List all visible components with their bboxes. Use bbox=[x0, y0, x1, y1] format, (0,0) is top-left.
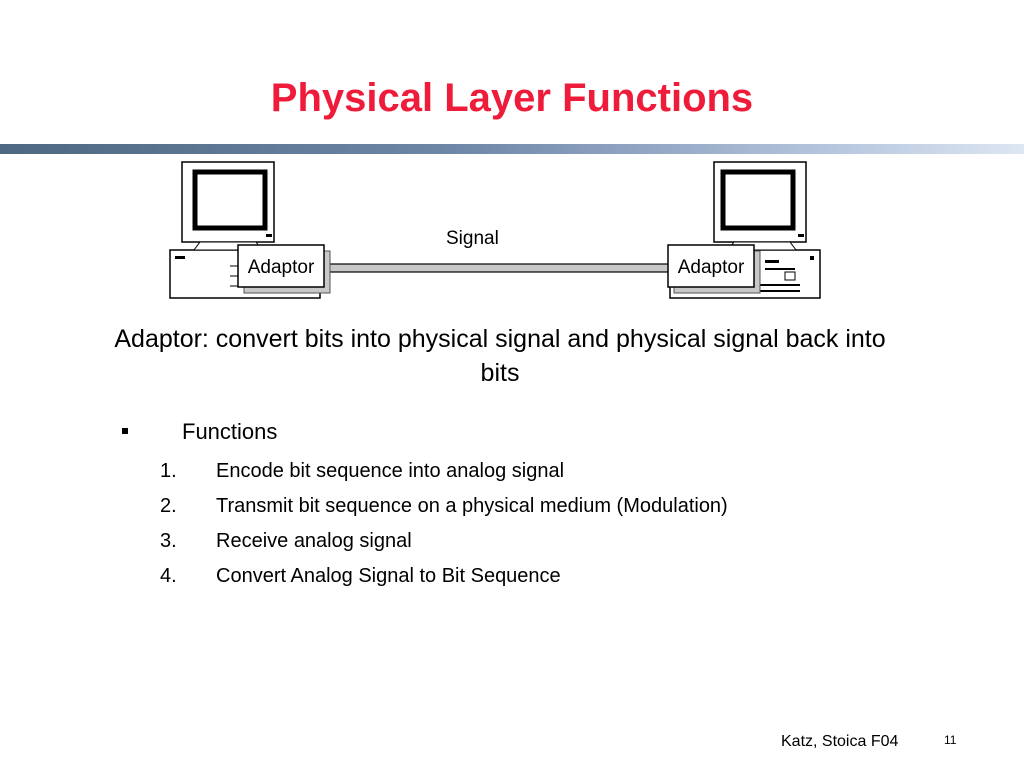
list-item: 2. Transmit bit sequence on a physical me… bbox=[160, 489, 728, 524]
signal-label: Signal bbox=[446, 228, 499, 249]
list-item: 4. Convert Analog Signal to Bit Sequence bbox=[160, 559, 728, 594]
list-item-text: Encode bit sequence into analog signal bbox=[216, 460, 565, 482]
list-item-number: 4. bbox=[160, 565, 177, 587]
footer-author: Katz, Stoica F04 bbox=[781, 733, 899, 750]
list-item-number: 1. bbox=[160, 460, 177, 482]
functions-list: 1. Encode bit sequence into analog signal… bbox=[160, 454, 728, 594]
list-item-text: Receive analog signal bbox=[216, 530, 412, 552]
square-bullet-icon bbox=[122, 428, 128, 435]
right-adaptor-box: Adaptor bbox=[667, 244, 761, 294]
adaptor-caption: Adaptor: convert bits into physical sign… bbox=[114, 325, 886, 387]
title-divider bbox=[0, 144, 1024, 154]
list-item: 1. Encode bit sequence into analog signal bbox=[160, 454, 728, 489]
signal-cable bbox=[327, 263, 671, 273]
left-adaptor-box: Adaptor bbox=[237, 244, 331, 294]
list-item-text: Transmit bit sequence on a physical medi… bbox=[216, 495, 728, 517]
page-number: 11 bbox=[944, 733, 957, 747]
left-adaptor-label: Adaptor bbox=[248, 257, 315, 278]
network-diagram: Adaptor Adaptor bbox=[169, 161, 821, 299]
list-item: 3. Receive analog signal bbox=[160, 524, 728, 559]
functions-bullet: Functions bbox=[122, 418, 277, 446]
right-adaptor-label: Adaptor bbox=[678, 257, 745, 278]
functions-heading: Functions bbox=[182, 419, 278, 444]
list-item-number: 2. bbox=[160, 495, 177, 517]
slide-title: Physical Layer Functions bbox=[270, 76, 754, 120]
list-item-text: Convert Analog Signal to Bit Sequence bbox=[216, 565, 561, 587]
list-item-number: 3. bbox=[160, 530, 177, 552]
